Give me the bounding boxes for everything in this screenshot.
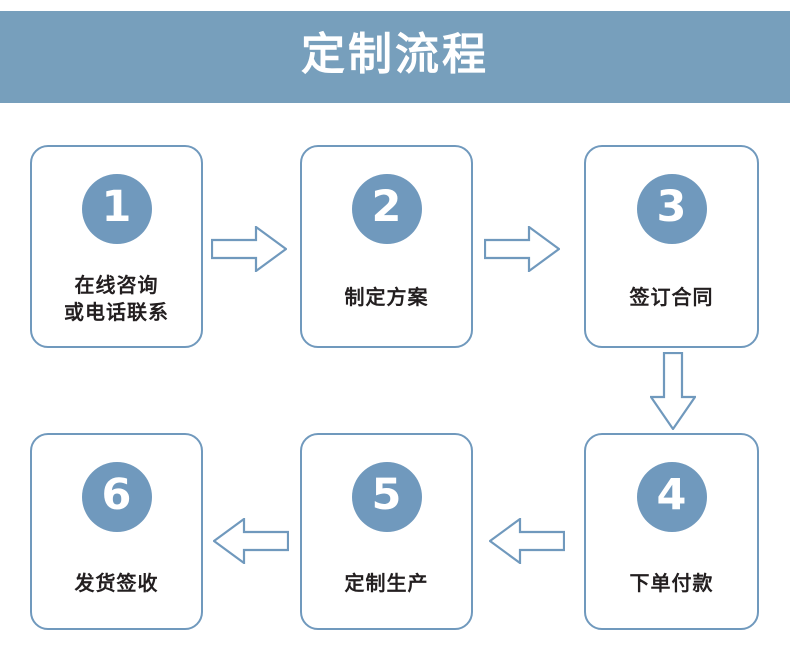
step-number-badge-5: 5 bbox=[351, 462, 422, 532]
arrow-down-icon bbox=[648, 351, 698, 431]
arrow-right-icon bbox=[483, 224, 561, 274]
step-box-1[interactable]: 1 在线咨询 或电话联系 bbox=[30, 145, 203, 348]
step-number-badge-1: 1 bbox=[81, 174, 152, 244]
step-box-2[interactable]: 2 制定方案 bbox=[300, 145, 473, 348]
step-label-4: 下单付款 bbox=[629, 571, 714, 595]
step-label-3: 签订合同 bbox=[629, 285, 714, 309]
step-label-5: 定制生产 bbox=[344, 571, 429, 595]
step-number-badge-2: 2 bbox=[351, 174, 422, 244]
step-box-4[interactable]: 4 下单付款 bbox=[584, 433, 759, 630]
step-number-badge-6: 6 bbox=[81, 462, 152, 532]
step-number-badge-4: 4 bbox=[636, 462, 707, 532]
arrow-left-icon bbox=[212, 516, 290, 566]
arrow-right-icon bbox=[210, 224, 288, 274]
step-label-1: 在线咨询 或电话联系 bbox=[64, 273, 169, 324]
page-title: 定制流程 bbox=[301, 29, 489, 80]
header-banner: 定制流程 bbox=[0, 11, 790, 103]
step-box-5[interactable]: 5 定制生产 bbox=[300, 433, 473, 630]
step-box-6[interactable]: 6 发货签收 bbox=[30, 433, 203, 630]
step-number-badge-3: 3 bbox=[636, 174, 707, 244]
step-label-6: 发货签收 bbox=[74, 571, 159, 595]
step-box-3[interactable]: 3 签订合同 bbox=[584, 145, 759, 348]
arrow-left-icon bbox=[488, 516, 566, 566]
step-label-2: 制定方案 bbox=[344, 285, 429, 309]
